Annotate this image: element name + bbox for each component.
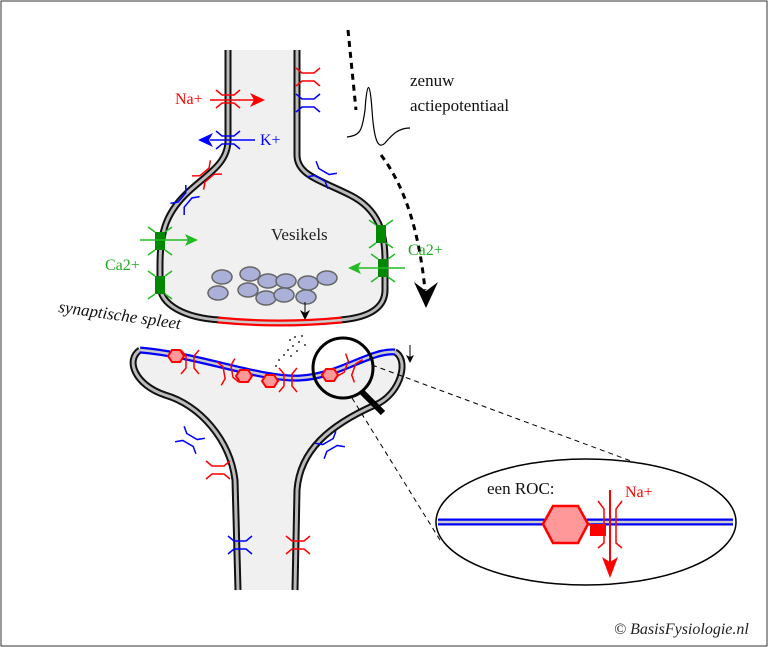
actiepotentiaal-label: actiepotentiaal bbox=[410, 96, 509, 115]
magnifier-icon bbox=[311, 336, 651, 541]
zenuw-label: zenuw bbox=[410, 71, 455, 90]
action-potential bbox=[346, 29, 438, 308]
vesicles bbox=[207, 266, 338, 306]
neurotransmitter bbox=[275, 335, 306, 367]
presynaptic-terminal bbox=[156, 50, 389, 327]
sodium-label: Na+ bbox=[175, 91, 203, 108]
depolarization-arrow bbox=[406, 345, 414, 363]
potassium-label: K+ bbox=[260, 132, 281, 149]
calcium-arrow-right bbox=[348, 262, 405, 274]
roc-label: een ROC: bbox=[487, 479, 555, 498]
roc-inset bbox=[435, 458, 737, 586]
release-arrow bbox=[300, 302, 310, 320]
vesikels-label: Vesikels bbox=[271, 225, 328, 244]
receptors bbox=[166, 349, 340, 388]
potassium-arrow bbox=[198, 133, 255, 147]
roc-sodium-label: Na+ bbox=[625, 484, 653, 501]
sodium-arrow bbox=[210, 93, 265, 107]
calcium-left-label: Ca2+ bbox=[105, 257, 140, 274]
calcium-arrow-left bbox=[140, 234, 198, 246]
calcium-right-label: Ca2+ bbox=[408, 242, 443, 259]
copyright: © BasisFysiologie.nl bbox=[614, 621, 749, 638]
postsynaptic-cell bbox=[129, 346, 406, 591]
